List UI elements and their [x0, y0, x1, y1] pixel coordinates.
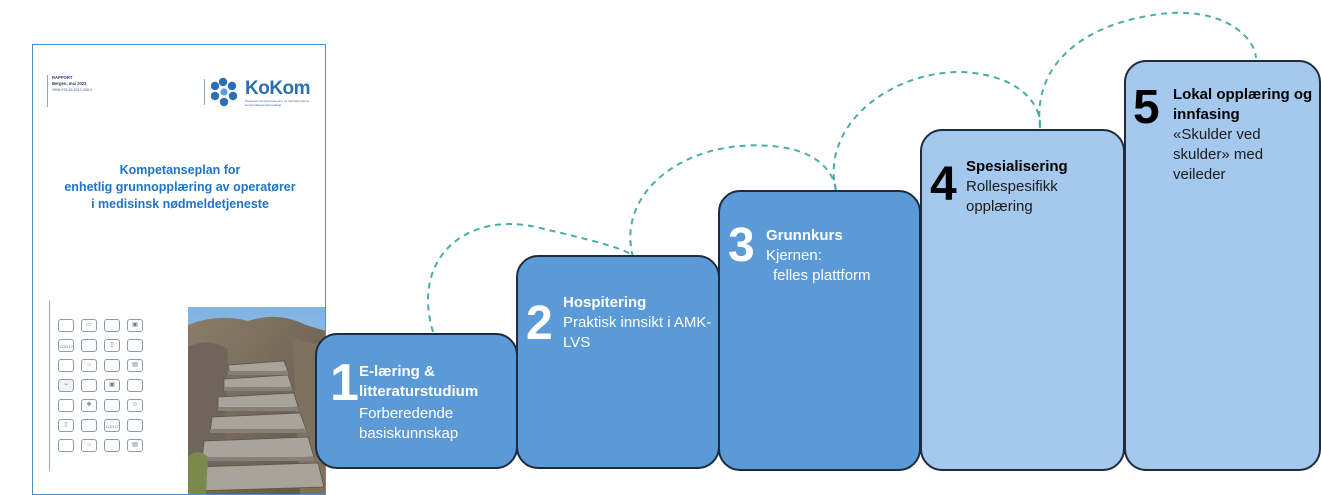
tile-icon: [58, 319, 74, 332]
document-icon: ▤: [127, 359, 143, 372]
tile-icon: [104, 399, 120, 412]
logo-wordmark: KoKom: [245, 78, 311, 99]
step-description: Kjernen:: [766, 247, 822, 264]
step-5: 5 Lokal opplæring og innfasing «Skulder …: [1124, 60, 1321, 471]
step-number: 4: [930, 158, 957, 211]
tile-icon: [127, 339, 143, 352]
tile-icon: [127, 379, 143, 392]
cover-title-line: Kompetanseplan for: [119, 163, 241, 177]
step-title: E-læring & litteraturstudium: [359, 363, 479, 400]
report-isbn: ISBN 978-82-8210-058-0: [52, 88, 93, 92]
tile-icon: [58, 359, 74, 372]
tile-icon: [81, 339, 97, 352]
house-icon: ⌂: [81, 439, 97, 452]
house-icon: ⌂: [81, 359, 97, 372]
tile-icon: [81, 379, 97, 392]
emergency-number-icon: 113/117: [58, 339, 74, 352]
step-title: Spesialisering: [966, 158, 1068, 175]
tile-icon: [104, 319, 120, 332]
step-number: 2: [526, 297, 553, 350]
kokom-logo: [211, 77, 238, 107]
car-icon: ▣: [104, 379, 120, 392]
helicopter-icon: ⌁: [58, 379, 74, 392]
emergency-number-icon: 113/117: [104, 419, 120, 432]
report-date: Bergen, mai 2023: [52, 81, 87, 86]
step-4: 4 Spesialisering Rollespesifikk opplærin…: [920, 129, 1125, 471]
report-meta: RAPPORT Bergen, mai 2023 ISBN 978-82-821…: [52, 75, 92, 93]
divider: [204, 79, 205, 105]
step-number: 3: [728, 219, 755, 272]
step-title: Grunnkurs: [766, 227, 843, 244]
cover-title: Kompetanseplan for enhetlig grunnopplæri…: [33, 162, 325, 213]
logo-subtitle: Nasjonalt kompetansesenter for helsetjen…: [245, 99, 310, 107]
step-description: felles plattform: [773, 267, 871, 284]
stone-stairs-photo: [188, 307, 325, 494]
step-title: Lokal opplæring og innfasing: [1173, 86, 1313, 123]
person-icon: ☺: [127, 399, 143, 412]
cover-title-line: i medisinsk nødmeldetjeneste: [91, 197, 269, 211]
divider: [47, 75, 48, 107]
divider: [49, 301, 50, 471]
vehicle-icon: ▣: [127, 319, 143, 332]
document-icon: ▤: [127, 439, 143, 452]
step-number: 5: [1133, 81, 1160, 134]
step-number: 1: [330, 354, 359, 412]
medical-cross-icon: ✚: [81, 399, 97, 412]
step-3: 3 Grunnkurs Kjernen: felles plattform: [718, 190, 921, 471]
tile-icon: [58, 399, 74, 412]
report-cover: RAPPORT Bergen, mai 2023 ISBN 978-82-821…: [32, 44, 326, 495]
tile-icon: [104, 439, 120, 452]
step-2: 2 Hospitering Praktisk innsikt i AMK-LVS: [516, 255, 720, 469]
tile-icon: [58, 439, 74, 452]
step-description: «Skulder ved skulder» med veileder: [1173, 126, 1264, 183]
phone-icon: ▯: [104, 339, 120, 352]
tile-icon: [104, 359, 120, 372]
step-1: 1 E-læring & litteraturstudium Forberede…: [315, 333, 518, 469]
step-description: Praktisk innsikt i AMK-LVS: [563, 314, 712, 351]
step-description: Forberedende basiskunnskap: [359, 405, 459, 442]
cover-title-line: enhetlig grunnopplæring av operatører: [64, 180, 296, 194]
step-title: Hospitering: [563, 294, 647, 311]
report-label: RAPPORT: [52, 75, 73, 80]
tile-icon: [127, 419, 143, 432]
step-description: Rollespesifikk opplæring: [966, 178, 1058, 215]
tile-icon: [81, 419, 97, 432]
phone-icon: ▯: [58, 419, 74, 432]
ambulance-icon: ▭: [81, 319, 97, 332]
